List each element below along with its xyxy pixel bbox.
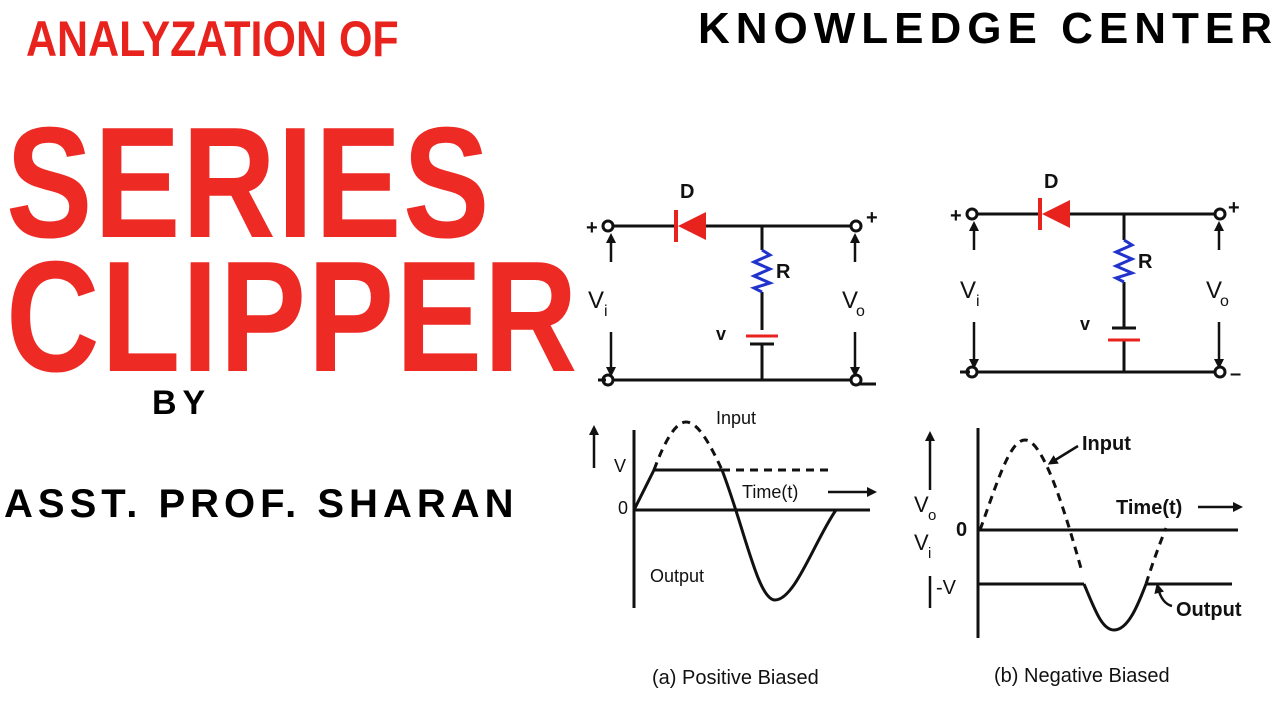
graph-b-output-trough <box>1082 583 1148 632</box>
graph-a-zero-label: 0 <box>618 498 628 518</box>
plus-b-in: + <box>950 205 962 227</box>
graph-a: Input Output V 0 Time(t) (a) Positive Bi… <box>589 408 877 689</box>
vo-a-sub: o <box>856 303 865 320</box>
graph-b-vo-sub: o <box>928 507 936 524</box>
vi-b-main: V <box>960 277 976 304</box>
plus-b-out: + <box>1228 197 1240 219</box>
minus-b-out: – <box>1230 363 1241 385</box>
circuit-a: + + D R v V i V o <box>586 181 878 387</box>
plus-a-in: + <box>586 217 598 239</box>
vo-a-main: V <box>842 287 858 314</box>
title-line-2: CLIPPER <box>6 229 580 405</box>
graph-b-output-pointer <box>1154 583 1173 608</box>
battery-a-label: v <box>716 324 726 344</box>
heading: ANALYZATION OF <box>26 11 399 67</box>
graph-a-time-label: Time(t) <box>742 482 798 502</box>
terminal-b-out-plus <box>1213 207 1227 221</box>
graph-b-vi-sub: i <box>928 545 931 562</box>
caption-b: (b) Negative Biased <box>994 665 1170 687</box>
graph-b-vi-main: V <box>914 530 929 555</box>
graph-a-output-top <box>632 468 722 511</box>
graph-b-input-label: Input <box>1082 433 1131 455</box>
vi-b-sub: i <box>976 293 980 310</box>
title-line-1: SERIES <box>6 95 492 271</box>
graph-b-input-pointer <box>1047 444 1079 465</box>
diode-a-triangle <box>678 212 706 240</box>
graph-b-input-positive <box>978 438 1084 573</box>
graph-b-time-label: Time(t) <box>1116 497 1182 519</box>
terminal-b-out-minus <box>1213 365 1227 379</box>
author-name: ASST. PROF. SHARAN <box>4 482 519 526</box>
graph-a-input-peak <box>652 420 724 471</box>
graph-b-vo-main: V <box>914 492 929 517</box>
by-label: BY <box>152 384 212 422</box>
vo-b-main: V <box>1206 277 1222 304</box>
resistor-a <box>750 248 775 294</box>
graph-a-input-label: Input <box>716 408 756 428</box>
graph-a-v-label: V <box>614 456 626 476</box>
plus-a-out: + <box>866 207 878 229</box>
battery-b-label: v <box>1080 314 1090 334</box>
graph-b-negv-label: -V <box>936 577 957 599</box>
terminal-a-out-plus <box>849 219 863 233</box>
diode-b-label: D <box>1044 171 1058 193</box>
diode-b-triangle <box>1042 200 1070 228</box>
terminal-b-in-plus <box>965 207 979 221</box>
graph-b-zero-label: 0 <box>956 519 967 541</box>
vo-b-sub: o <box>1220 293 1229 310</box>
graph-a-output-negative <box>720 469 838 602</box>
terminal-a-in-plus <box>601 219 615 233</box>
channel-name: KNOWLEDGE CENTER <box>698 4 1278 53</box>
resistor-b <box>1112 238 1137 284</box>
vi-a-sub: i <box>604 303 608 320</box>
graph-b-output-label: Output <box>1176 599 1242 621</box>
diode-a-label: D <box>680 181 694 203</box>
graph-a-output-label: Output <box>650 566 704 586</box>
caption-a: (a) Positive Biased <box>652 667 819 689</box>
circuit-b: + + – D R v V i V o <box>950 171 1241 385</box>
vi-a-main: V <box>588 287 604 314</box>
graph-b-input-rise <box>1144 527 1168 585</box>
resistor-a-label: R <box>776 261 791 283</box>
graph-b: Input Output Time(t) 0 -V V o V i (b) Ne… <box>914 428 1243 687</box>
resistor-b-label: R <box>1138 251 1153 273</box>
